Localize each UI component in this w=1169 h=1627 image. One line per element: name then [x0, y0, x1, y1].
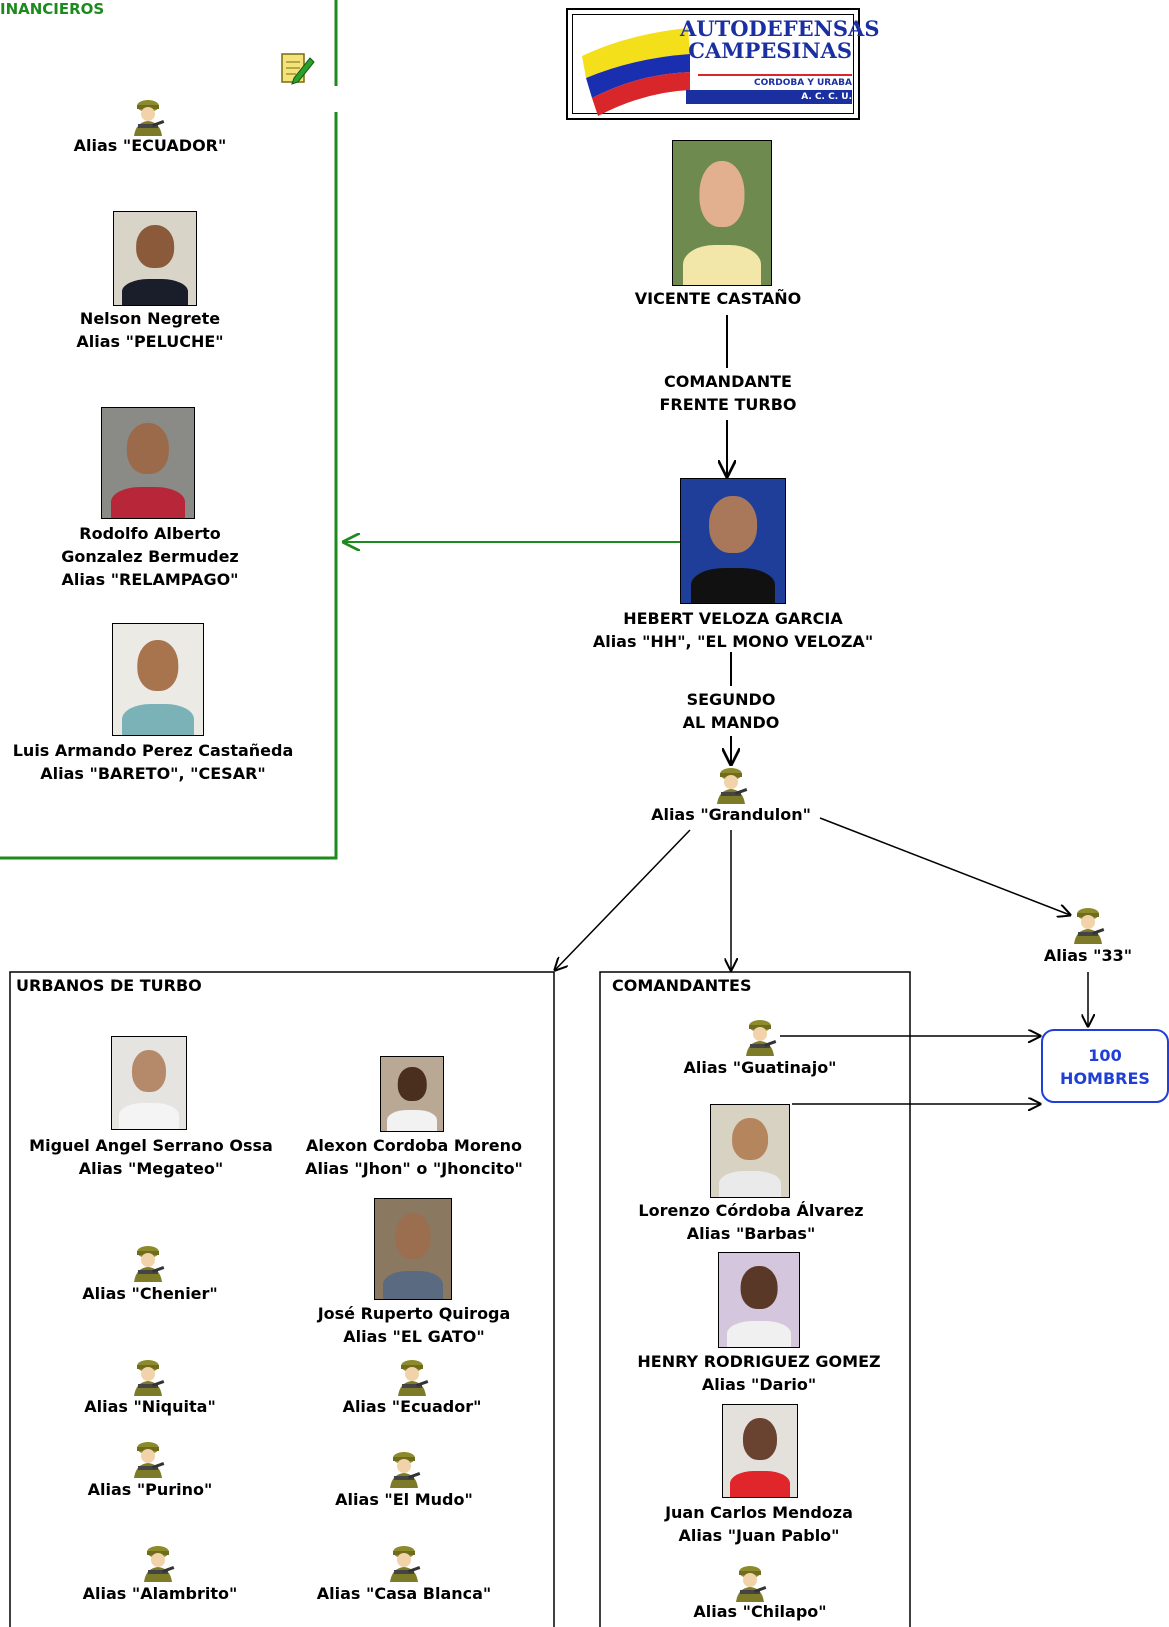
- soldier-icon: [384, 1448, 424, 1488]
- photo-alexon-cordoba: [380, 1056, 444, 1132]
- soldier-icon: [128, 96, 168, 136]
- soldier-icon: [128, 1242, 168, 1282]
- comandante-guatinajo-label: Alias "Guatinajo": [683, 1058, 837, 1077]
- comandante-chilapo-label: Alias "Chilapo": [693, 1602, 827, 1621]
- urbano-chenier-label: Alias "Chenier": [82, 1284, 218, 1303]
- hombres-box: [1041, 1029, 1169, 1103]
- soldier-icon: [730, 1562, 770, 1602]
- urbano-casablanca-label: Alias "Casa Blanca": [316, 1584, 492, 1603]
- soldier-icon: [138, 1542, 178, 1582]
- soldier-icon: [384, 1542, 424, 1582]
- soldier-icon: [128, 1356, 168, 1396]
- urbano-mudo-label: Alias "El Mudo": [335, 1490, 473, 1509]
- financiero-ecuador-label: Alias "ECUADOR": [73, 136, 227, 155]
- colombia-flag-icon: [582, 28, 690, 116]
- photo-hebert-veloza: [680, 478, 786, 604]
- financieros-border: [0, 112, 338, 860]
- grandulon-label: Alias "Grandulon": [651, 805, 811, 824]
- soldier-icon: [392, 1356, 432, 1396]
- alias-33-label: Alias "33": [1043, 946, 1133, 965]
- accu-logo: AUTODEFENSAS CAMPESINAS CORDOBA Y URABA …: [566, 8, 880, 120]
- photo-jose-quiroga: [374, 1198, 452, 1300]
- vicente-label: VICENTE CASTAÑO: [634, 289, 802, 308]
- soldier-icon: [740, 1016, 780, 1056]
- photo-vicente-castano: [672, 140, 772, 286]
- comandantes-title: COMANDANTES: [612, 976, 752, 995]
- logo-subtitle: CORDOBA Y URABA: [754, 78, 852, 88]
- urbano-alambrito-label: Alias "Alambrito": [82, 1584, 238, 1603]
- logo-acronym: A. C. C. U.: [686, 90, 852, 104]
- urbano-ecuador-label: Alias "Ecuador": [342, 1397, 482, 1416]
- photo-lorenzo-cordoba: [710, 1104, 790, 1198]
- urbanos-title: URBANOS DE TURBO: [16, 976, 202, 995]
- urbano-purino-label: Alias "Purino": [87, 1480, 213, 1499]
- grandulon-to-33-arrow: [819, 817, 1070, 915]
- photo-luis-perez: [112, 623, 204, 736]
- urbanos-box: [9, 971, 555, 1627]
- soldier-icon: [711, 764, 751, 804]
- financieros-title: INANCIEROS: [0, 0, 105, 18]
- edit-pencil-icon: [276, 48, 316, 88]
- photo-miguel-serrano: [111, 1036, 187, 1130]
- soldier-icon: [1068, 904, 1108, 944]
- photo-rodolfo-gonzalez: [101, 407, 195, 519]
- comandantes-box: [599, 971, 911, 1627]
- soldier-icon: [128, 1438, 168, 1478]
- urbano-niquita-label: Alias "Niquita": [84, 1397, 216, 1416]
- photo-juan-mendoza: [722, 1404, 798, 1498]
- grandulon-to-urbanos-arrow: [555, 829, 691, 970]
- logo-text: AUTODEFENSAS CAMPESINAS: [680, 16, 880, 63]
- photo-nelson-negrete: [113, 211, 197, 306]
- photo-henry-rodriguez: [718, 1252, 800, 1348]
